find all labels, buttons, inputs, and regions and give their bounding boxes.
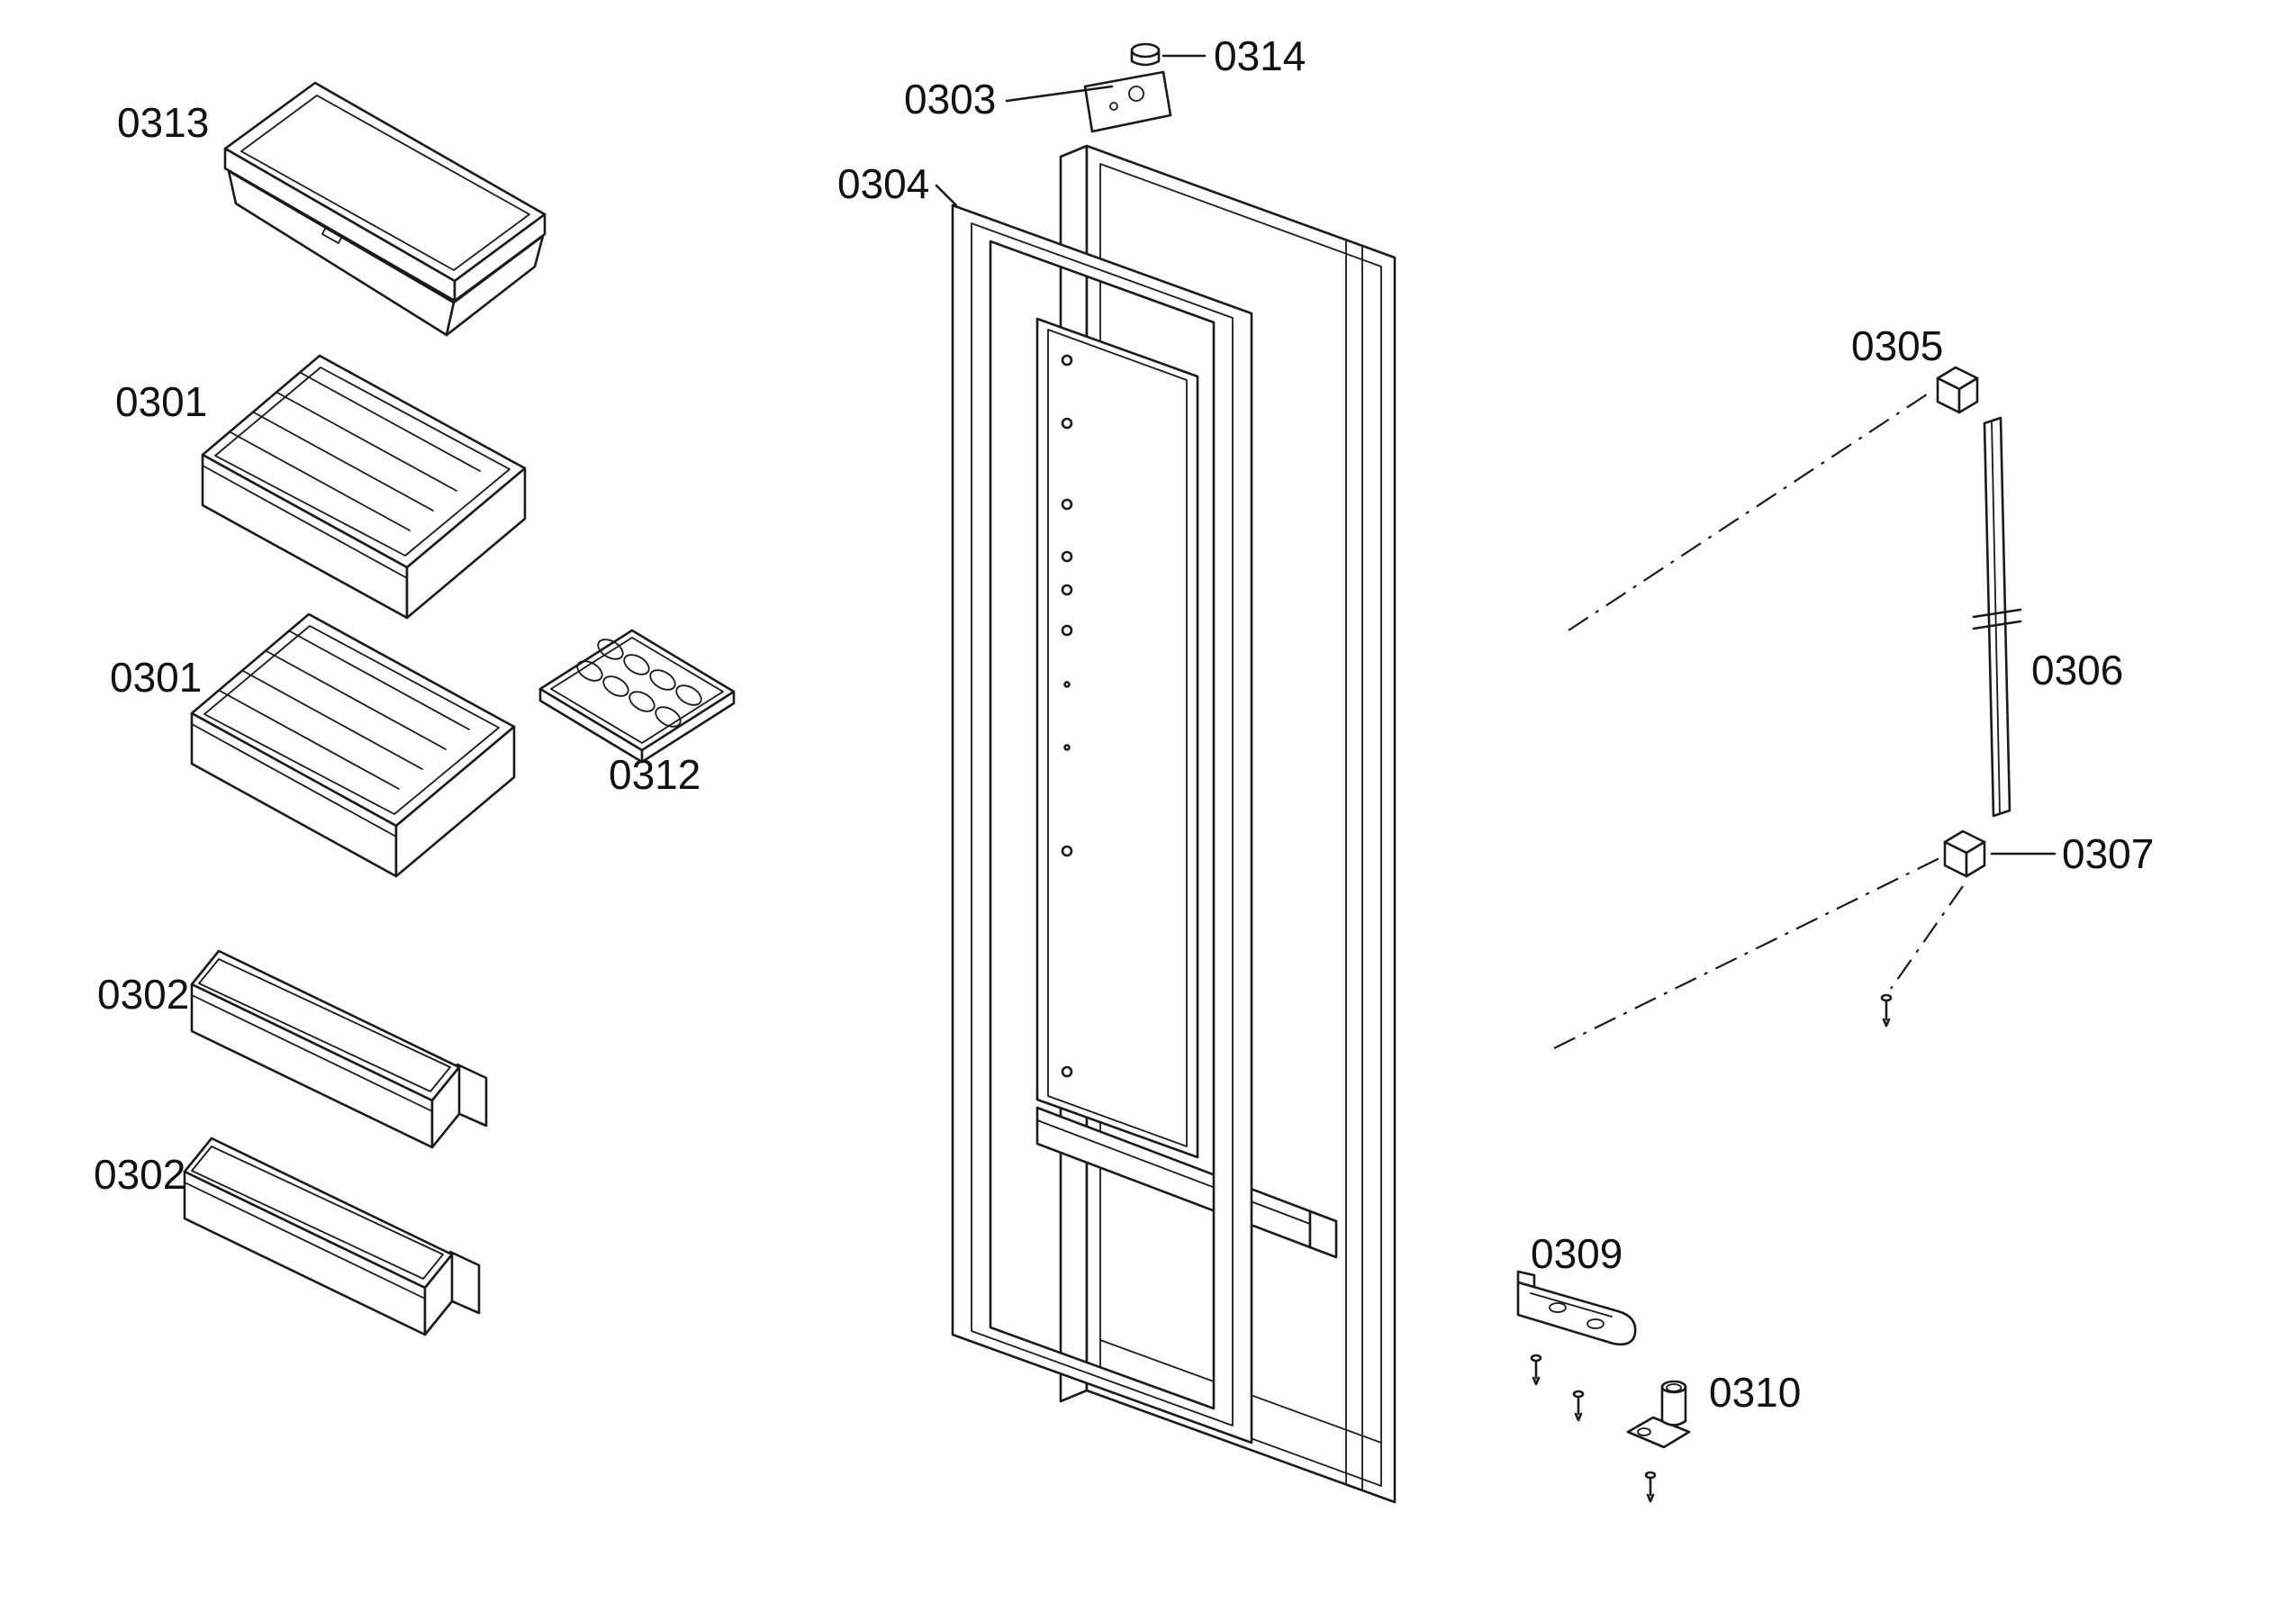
leader-dashdot-top: [1568, 390, 1933, 631]
callout-0302a: 0302: [97, 971, 189, 1018]
egg-tray-0312: [538, 629, 736, 764]
door-bin-0301: [201, 354, 527, 620]
callout-0313: 0313: [117, 99, 209, 146]
bracket-screw-2: [1572, 1390, 1585, 1422]
door-shelf-0302-second: [183, 1137, 481, 1336]
hinge-pin-screw: [1644, 1471, 1657, 1503]
hinge-cap-0314: [1130, 42, 1161, 67]
callout-0304: 0304: [837, 160, 929, 207]
door-shelf-0302: [190, 949, 488, 1149]
bracket-screw-1: [1530, 1354, 1542, 1386]
callout-0309: 0309: [1531, 1230, 1623, 1277]
callout-0301a: 0301: [115, 378, 207, 425]
door-gasket-0304: [951, 204, 1253, 1445]
callout-0302b: 0302: [94, 1151, 185, 1198]
callout-0303: 0303: [904, 76, 996, 122]
leader-dashdot-screw: [1890, 885, 1964, 990]
handle-end-cap-bottom-0307: [1943, 829, 1986, 878]
callout-0307: 0307: [2062, 830, 2154, 877]
callout-0306: 0306: [2031, 647, 2123, 693]
handle-end-cap-top-0305: [1936, 366, 1979, 414]
hinge-pin-0310: [1626, 1380, 1691, 1449]
hinge-bracket-0309: [1516, 1270, 1637, 1346]
callout-0314: 0314: [1214, 32, 1306, 79]
leader-0303: [1005, 85, 1114, 103]
handle-screw: [1880, 993, 1893, 1028]
covered-bin-0313: [223, 81, 547, 337]
leader-0304: [935, 184, 958, 207]
callout-0310: 0310: [1709, 1369, 1801, 1416]
door-bin-0301-second: [190, 612, 516, 878]
handle-bar-0306: [1972, 416, 2022, 818]
callout-0305: 0305: [1851, 322, 1943, 369]
callout-0301b: 0301: [110, 654, 202, 701]
callout-0312: 0312: [609, 751, 701, 798]
door-liner-0303: [1035, 317, 1338, 1259]
leader-dashdot-bottom: [1553, 856, 1942, 1049]
